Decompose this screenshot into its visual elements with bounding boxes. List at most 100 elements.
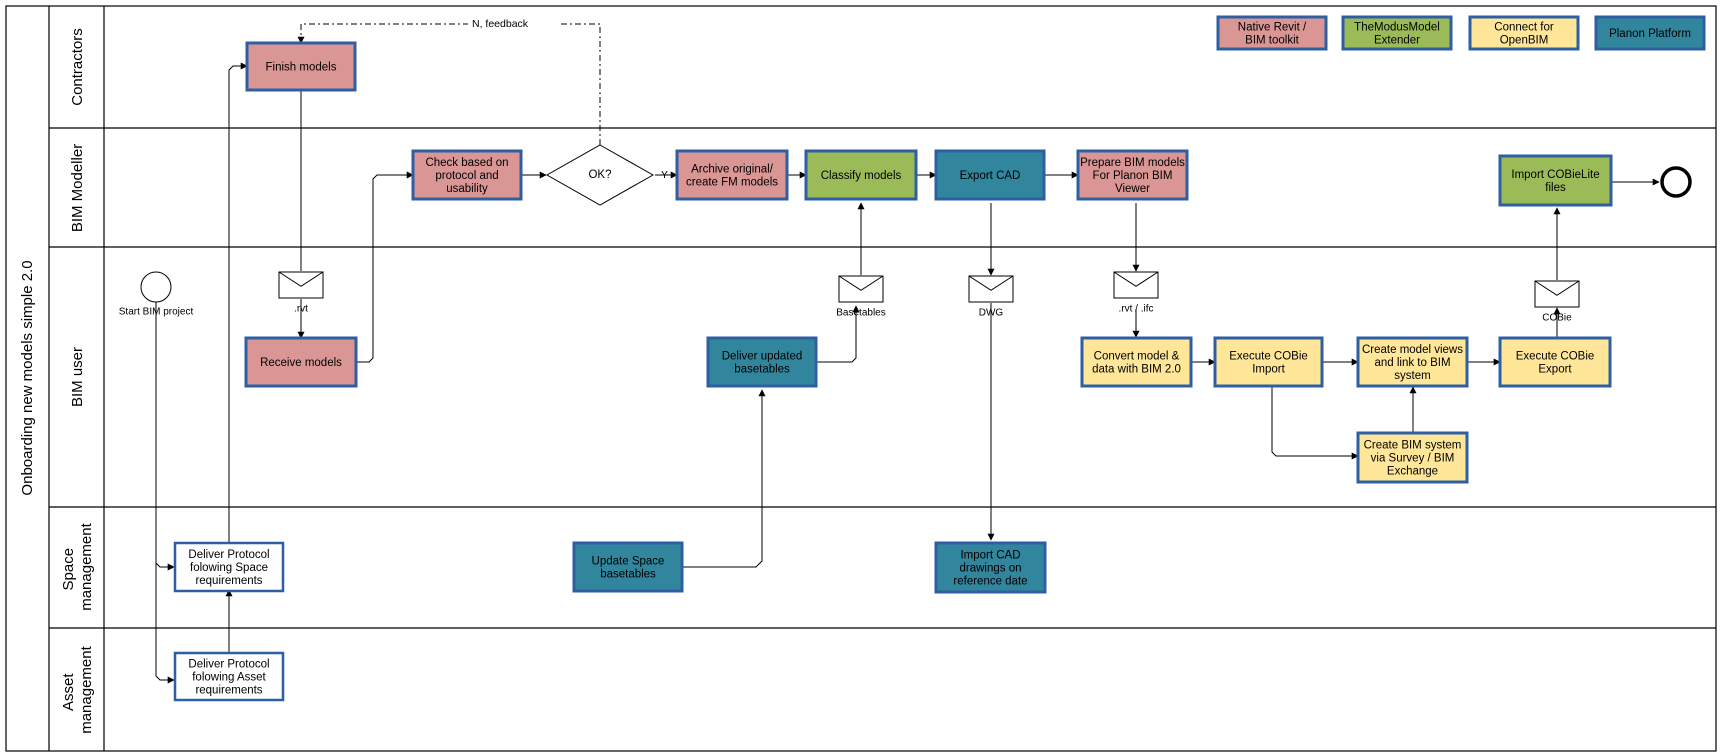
task-box-deliver-protocol-space[interactable] [173,541,285,593]
task-box-finish-models[interactable] [245,41,357,92]
envelope-msg-dwg: DWG [968,275,1014,319]
lane-title-bim-modeller: BIM Modeller [69,144,86,232]
task-box-update-space-basetables[interactable] [572,541,684,593]
pool-frame [5,5,1717,752]
yes-flow-label: Y [661,169,668,181]
pool-title: Onboarding new models simple 2.0 [19,260,36,495]
envelope-label-msg-rvt-ifc: .rvt / .ifc [1119,304,1154,315]
task-box-import-cad-drawings[interactable] [934,541,1047,594]
task-box-export-cad[interactable] [934,149,1046,201]
end-event [1660,166,1692,198]
envelope-msg-rvt: .rvt [278,271,324,315]
task-label-archive-original: Archive original/create FM models [686,164,778,189]
flow-start-to-protocol-space [155,302,175,571]
task-archive-original[interactable]: Archive original/create FM models [675,149,789,201]
task-receive-models[interactable]: Receive models [244,336,358,388]
envelope-label-msg-cobie: COBie [1542,313,1572,324]
task-box-receive-models[interactable] [244,336,358,388]
feedback-flow-label: N, feedback [472,18,529,30]
task-box-import-cobielite[interactable] [1498,154,1613,207]
task-classify-models[interactable]: Classify models [804,149,918,201]
flow-update-space-to-deliver-basetables [683,389,766,568]
flow-start-to-protocol-asset [155,563,175,684]
task-box-check-protocol[interactable] [411,149,523,201]
legend-planon-label: Planon Platform [1609,28,1691,40]
task-box-deliver-basetables[interactable] [706,336,818,388]
ok-gateway-label: OK? [588,169,611,181]
flow-protocol-space-to-finish [228,62,248,542]
task-label-convert-model: Convert model &data with BIM 2.0 [1092,351,1181,376]
legend-planon-swatch [1594,15,1706,51]
envelope-label-msg-dwg: DWG [979,308,1004,319]
task-box-deliver-protocol-asset[interactable] [173,651,285,702]
envelope-msg-rvt-ifc: .rvt / .ifc [1113,271,1159,315]
task-box-execute-cobie-import[interactable] [1213,336,1324,388]
task-box-classify-models[interactable] [804,149,918,201]
task-label-export-cad: Export CAD [960,170,1021,182]
feedback-label-bg [468,17,560,31]
envelope-label-msg-basetables: Basetables [836,308,885,319]
legend-modus-swatch [1341,15,1453,51]
lane-title-bim-user: BIM user [69,347,86,407]
legend-connect-swatch [1468,15,1580,51]
start-event-label: Start BIM project [119,307,194,318]
task-box-create-model-views[interactable] [1356,336,1469,388]
sequence-flows: N, feedback Y [155,17,1660,684]
task-box-create-bim-system[interactable] [1356,431,1469,484]
legend-native-revit-swatch [1216,15,1328,51]
task-box-convert-model[interactable] [1080,336,1193,388]
task-label-classify-models: Classify models [821,170,902,182]
task-box-prepare-bim[interactable] [1076,149,1189,201]
ok-gateway [545,144,655,206]
flow-receive-to-check [356,171,414,363]
legend-native-revit: Native Revit /BIM toolkit [1216,15,1328,51]
envelope-msg-cobie: COBie [1534,280,1580,324]
start-event [140,271,172,303]
task-box-archive-original[interactable] [675,149,789,201]
task-label-receive-models: Receive models [260,357,342,369]
lane-title-space-management: Space management [56,522,95,610]
feedback-flow [297,23,601,145]
envelope-label-msg-rvt: .rvt [294,304,308,315]
flow-cobie-import-to-bim-system [1271,387,1359,460]
task-export-cad[interactable]: Export CAD [934,149,1046,201]
task-finish-models[interactable]: Finish models [245,41,357,92]
task-convert-model[interactable]: Convert model &data with BIM 2.0 [1080,336,1193,388]
legend-native-revit-label: Native Revit /BIM toolkit [1238,22,1307,47]
flow-deliver-basetables-to-envelope [816,305,860,363]
lane-title-contractors: Contractors [69,28,86,106]
task-box-execute-cobie-export[interactable] [1498,336,1612,388]
task-label-finish-models: Finish models [266,62,337,74]
